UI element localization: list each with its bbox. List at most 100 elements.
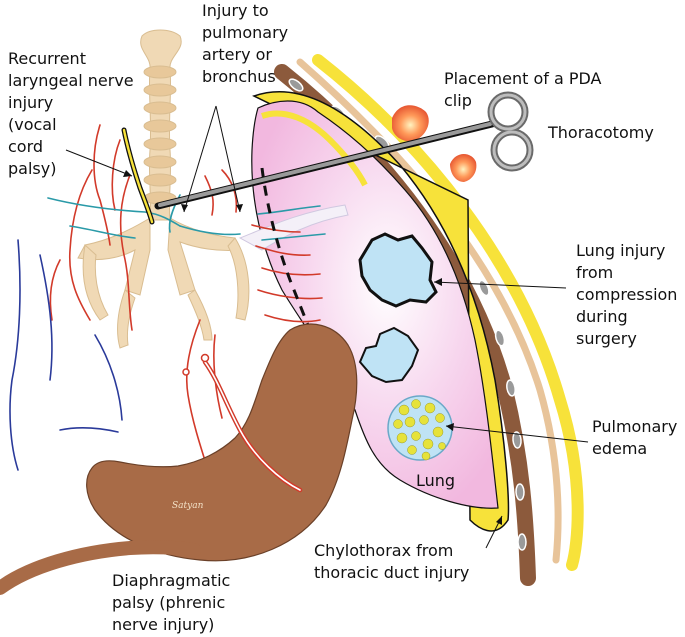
edema-droplet <box>421 451 431 461</box>
label-line: Injury to <box>202 1 269 20</box>
arrowhead <box>123 170 132 177</box>
pointer-lines <box>65 105 589 549</box>
pda-clip-instrument <box>154 91 534 210</box>
label-chylothorax: Chylothorax from thoracic duct injury <box>314 541 469 582</box>
arrowhead <box>446 423 454 431</box>
label-line: Chylothorax from <box>314 541 453 560</box>
artery <box>255 245 311 256</box>
nerve <box>179 225 241 236</box>
right-main-bronchus <box>167 217 241 296</box>
label-line: injury <box>8 93 53 112</box>
label-line: edema <box>592 439 647 458</box>
thoracotomy-wound-lower <box>450 154 477 182</box>
nerve <box>257 205 321 215</box>
veins <box>9 239 123 471</box>
label-thoracotomy: Thoracotomy <box>547 123 654 142</box>
pointer-recurrent-laryngeal <box>65 149 133 177</box>
tracheal-ring <box>143 101 177 115</box>
label-pulmonary-edema: Pulmonary edema <box>592 417 682 458</box>
label-diaphragmatic: Diaphragmatic palsy (phrenic nerve injur… <box>112 571 235 634</box>
label-lung: Lung <box>416 471 455 490</box>
nerve <box>261 233 326 241</box>
label-line: Pulmonary <box>592 417 677 436</box>
pointer-arrowheads <box>123 170 502 525</box>
edema-droplet <box>424 402 436 414</box>
rib-section <box>515 483 525 501</box>
pointer-pulmonary-edema <box>445 425 589 443</box>
mediastinal-dashed-line <box>260 167 314 336</box>
label-line: during <box>576 307 628 326</box>
tracheal-ring <box>143 119 177 133</box>
label-line: Lung injury <box>576 241 665 260</box>
artery <box>185 319 209 471</box>
tracheal-ring <box>143 65 177 79</box>
phrenic-vessel-core <box>204 361 301 491</box>
label-line: Recurrent <box>8 49 86 68</box>
diaphragm-organ <box>86 323 358 562</box>
tracheal-ring <box>143 83 177 97</box>
clip-handle-ring-lower-shine <box>492 130 532 170</box>
artery <box>111 139 121 211</box>
rib-section <box>494 329 506 347</box>
edema-droplet <box>396 432 408 444</box>
artery <box>93 124 111 246</box>
label-line: (vocal <box>8 115 57 134</box>
edema-droplet <box>438 442 446 450</box>
label-line: palsy (phrenic <box>112 593 225 612</box>
label-line: pulmonary <box>202 23 288 42</box>
arrowhead <box>434 278 442 286</box>
tracheal-ring <box>143 173 177 187</box>
artery <box>251 224 301 233</box>
phrenic-vessel-end <box>182 368 190 376</box>
label-line: Diaphragmatic <box>112 571 230 590</box>
pointer-pulmonary-artery-b <box>215 105 241 213</box>
label-line: artery or <box>202 45 272 64</box>
vein <box>9 239 21 471</box>
label-line: thoracic duct injury <box>314 563 469 582</box>
left-bronchial-branches <box>82 244 136 349</box>
edema-droplet <box>398 404 410 416</box>
edema-droplet <box>407 445 417 455</box>
label-line: palsy) <box>8 159 56 178</box>
right-bronchial-branches <box>187 237 250 341</box>
label-line: Placement of a PDA <box>444 69 602 88</box>
label-pda-clip: Placement of a PDA clip <box>444 69 607 110</box>
rib-section <box>517 533 527 551</box>
diaphragm-tail <box>0 540 201 595</box>
lung-compression-lesion <box>358 232 438 308</box>
label-line: from <box>576 263 613 282</box>
label-line: clip <box>444 91 472 110</box>
pleura-yellow-layer <box>252 91 510 532</box>
edema-droplet <box>411 431 421 441</box>
artery <box>68 169 93 321</box>
arteries <box>49 124 323 471</box>
label-line: bronchus <box>202 67 276 86</box>
pointer-pulmonary-artery-a <box>183 105 217 213</box>
edema-droplet <box>435 413 445 423</box>
artery <box>261 267 321 276</box>
edema-droplet <box>432 426 444 438</box>
label-line: laryngeal nerve <box>8 71 134 90</box>
artery <box>119 174 133 331</box>
lung-inner-contour <box>261 110 368 187</box>
label-lung-injury: Lung injury from compression during surg… <box>576 241 683 348</box>
recurrent-laryngeal-nerve-core <box>122 128 154 224</box>
rib-section <box>512 431 522 449</box>
label-line: compression <box>576 285 677 304</box>
artery <box>49 259 61 321</box>
edema-droplet <box>404 416 416 428</box>
label-recurrent-laryngeal: Recurrent laryngeal nerve injury (vocal … <box>8 49 139 178</box>
airway <box>77 29 250 349</box>
clip-handle-ring-upper-shine <box>489 93 527 131</box>
tracheal-ring <box>143 155 177 169</box>
vein <box>39 254 53 381</box>
thoracotomy-wound-upper <box>392 105 429 142</box>
pulmonary-edema-region <box>387 395 453 461</box>
label-line: cord <box>8 137 43 156</box>
arrowhead <box>181 204 188 212</box>
phrenic-vessel-end <box>200 353 210 363</box>
pointer-lung-injury <box>433 281 567 289</box>
clip-shaft-highlight <box>158 122 492 207</box>
lung-compression-lesion-small <box>358 326 420 384</box>
